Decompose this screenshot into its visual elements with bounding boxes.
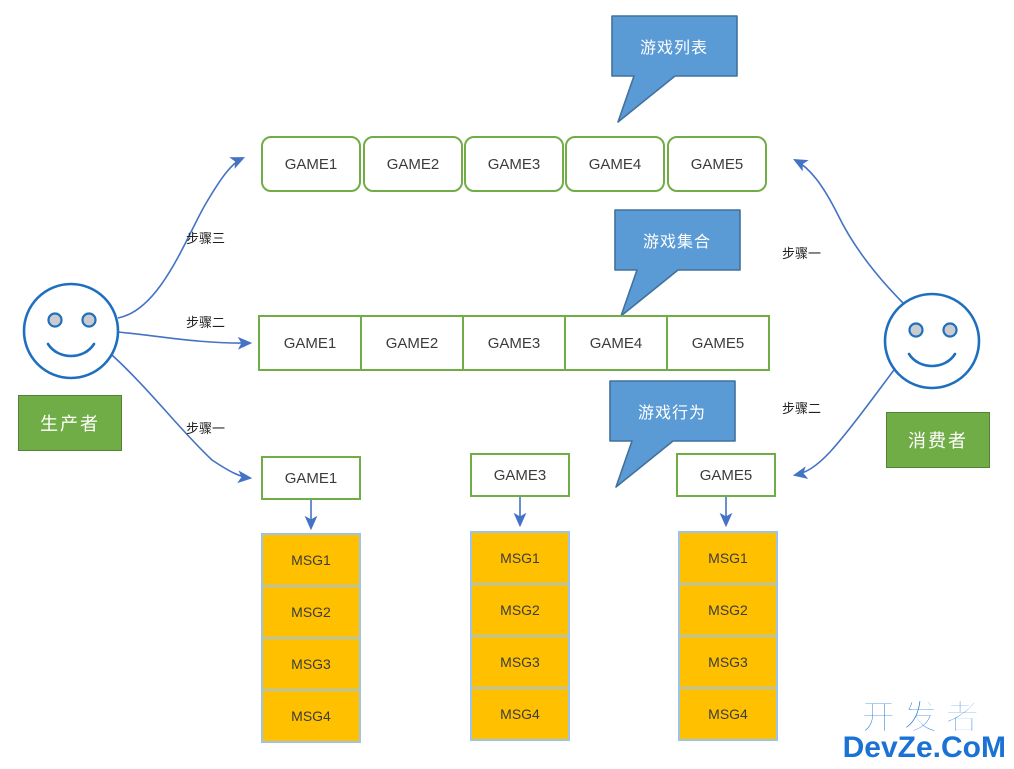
game-set-cell-5-label: GAME5 [691,334,745,352]
message-stack-3: MSG1 MSG2 MSG3 MSG4 [678,531,778,741]
step-label-producer-3-text: 步骤三 [186,231,226,246]
step-label-producer-2: 步骤二 [186,312,225,331]
message-cell[interactable]: MSG4 [678,687,778,741]
message-cell-label: MSG2 [708,602,748,618]
message-cell[interactable]: MSG3 [470,635,570,689]
game-set-cell-5[interactable]: GAME5 [666,315,770,371]
game-list-cell-4-label: GAME4 [588,155,642,173]
message-cell[interactable]: MSG1 [470,531,570,585]
message-cell-label: MSG4 [708,706,748,722]
producer-label-box: 生产者 [18,395,122,451]
consumer-face [883,292,981,390]
arrow-producer-to-queue [111,354,253,484]
step-label-producer-1: 步骤一 [186,418,225,437]
message-cell-label: MSG1 [291,552,331,568]
game-list-cell-1[interactable]: GAME1 [261,136,361,192]
consumer-mouth [907,352,957,368]
message-cell-label: MSG4 [500,706,540,722]
consumer-label: 消费者 [908,431,968,451]
step-label-consumer-1-text: 步骤一 [782,246,822,261]
game-list-cell-4[interactable]: GAME4 [565,136,665,192]
message-cell[interactable]: MSG1 [678,531,778,585]
message-cell-label: MSG3 [291,656,331,672]
game-set-cell-3-label: GAME3 [487,334,541,352]
consumer-label-box: 消费者 [886,412,990,468]
message-cell-label: MSG1 [708,550,748,566]
producer-label: 生产者 [40,414,100,434]
callout-game-action-label: 游戏行为 [637,405,706,422]
watermark-en: DevZe.CoM [842,731,1006,764]
message-cell-label: MSG3 [708,654,748,670]
message-cell-label: MSG4 [291,708,331,724]
queue-head-3[interactable]: GAME5 [676,453,776,497]
arrow-producer-to-gameset [117,331,253,350]
message-cell[interactable]: MSG4 [261,689,361,743]
game-list-cell-3[interactable]: GAME3 [464,136,564,192]
message-cell[interactable]: MSG1 [261,533,361,587]
watermark: 开发者 DevZe.CoM [843,701,1006,763]
step-label-consumer-2-text: 步骤二 [782,401,822,416]
queue-head-3-label: GAME5 [699,466,753,484]
game-list-cell-5[interactable]: GAME5 [667,136,767,192]
game-set-cell-3[interactable]: GAME3 [462,315,566,371]
arrow-consumer-to-gamelist [793,158,906,306]
message-cell[interactable]: MSG2 [678,583,778,637]
queue-head-1-label: GAME1 [284,469,338,487]
callout-game-action: 游戏行为 [610,381,734,441]
producer-right-eye [81,312,97,328]
message-cell-label: MSG1 [500,550,540,566]
message-cell[interactable]: MSG3 [678,635,778,689]
message-cell-label: MSG2 [500,602,540,618]
producer-left-eye [47,312,63,328]
game-set-cell-2-label: GAME2 [385,334,439,352]
message-stack-1: MSG1 MSG2 MSG3 MSG4 [261,533,361,743]
step-label-producer-3: 步骤三 [186,228,225,247]
arrow-consumer-to-queue [792,361,901,479]
step-label-consumer-1: 步骤一 [782,243,821,262]
game-list-cell-2[interactable]: GAME2 [363,136,463,192]
message-cell[interactable]: MSG4 [470,687,570,741]
callout-game-list-label: 游戏列表 [639,40,708,57]
step-label-producer-1-text: 步骤一 [186,421,226,436]
message-cell-label: MSG3 [500,654,540,670]
queue-head-1[interactable]: GAME1 [261,456,361,500]
callout-game-set-label: 游戏集合 [642,234,711,251]
game-set-cell-1-label: GAME1 [283,334,337,352]
callout-game-list: 游戏列表 [612,16,736,76]
message-cell[interactable]: MSG3 [261,637,361,691]
watermark-cn: 开发者 [861,699,988,737]
producer-mouth [46,342,96,358]
step-label-producer-2-text: 步骤二 [186,315,226,330]
game-list-cell-3-label: GAME3 [487,155,541,173]
producer-face [22,282,120,380]
message-cell-label: MSG2 [291,604,331,620]
consumer-right-eye [942,322,958,338]
game-set-cell-1[interactable]: GAME1 [258,315,362,371]
game-set-cell-4[interactable]: GAME4 [564,315,668,371]
queue-head-2-label: GAME3 [493,466,547,484]
game-set-row: GAME1 GAME2 GAME3 GAME4 GAME5 [258,315,770,371]
step-label-consumer-2: 步骤二 [782,398,821,417]
queue-head-2[interactable]: GAME3 [470,453,570,497]
callout-game-set: 游戏集合 [615,210,739,270]
message-cell[interactable]: MSG2 [470,583,570,637]
game-set-cell-2[interactable]: GAME2 [360,315,464,371]
game-set-cell-4-label: GAME4 [589,334,643,352]
consumer-left-eye [908,322,924,338]
game-list-cell-5-label: GAME5 [690,155,744,173]
message-cell[interactable]: MSG2 [261,585,361,639]
game-list-cell-2-label: GAME2 [386,155,440,173]
game-list-cell-1-label: GAME1 [284,155,338,173]
message-stack-2: MSG1 MSG2 MSG3 MSG4 [470,531,570,741]
